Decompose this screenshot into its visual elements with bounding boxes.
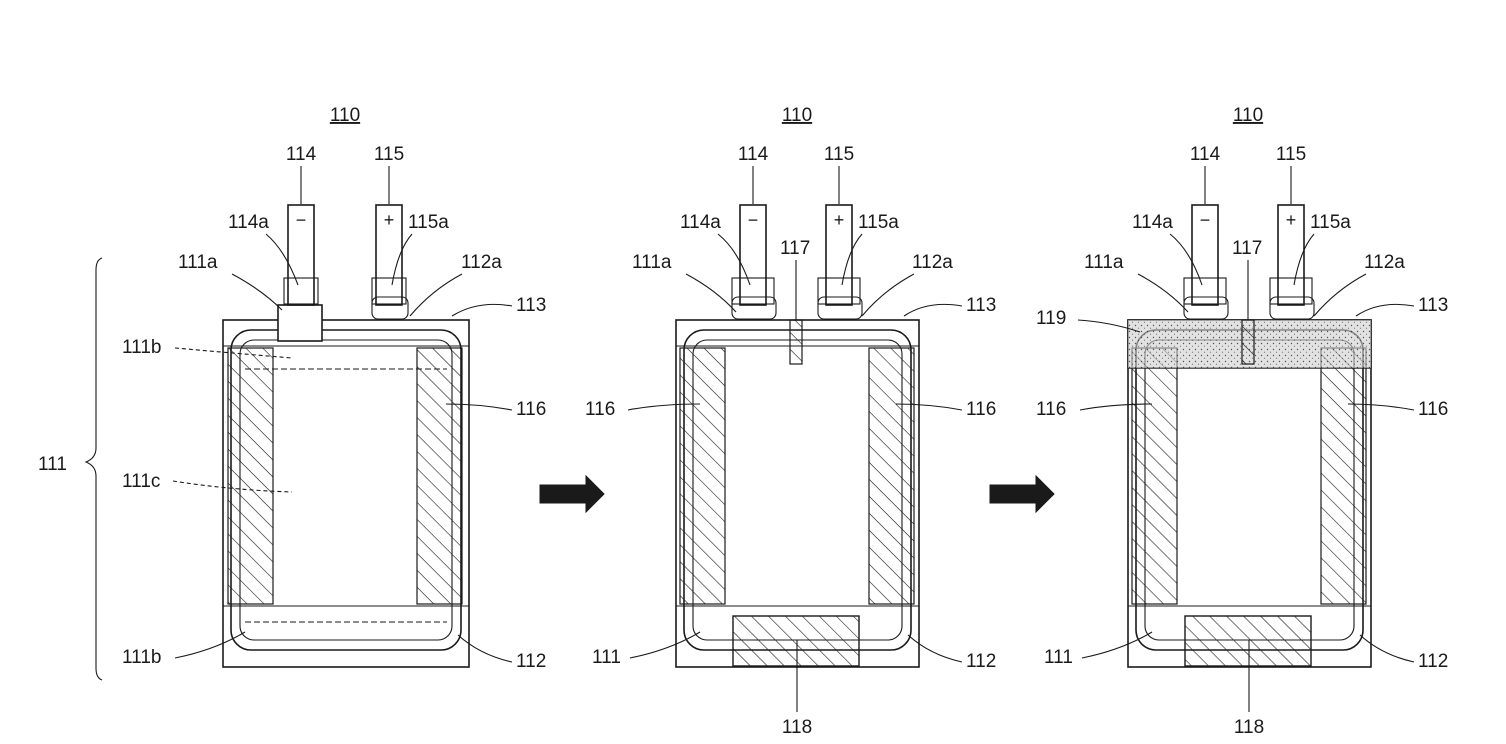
- negative-sign: −: [748, 210, 759, 230]
- insulating-member-117: [790, 320, 802, 364]
- hatched-wing-right: [417, 348, 462, 604]
- label-111a: 111a: [632, 252, 672, 273]
- label-111b-top: 111b: [122, 337, 161, 358]
- panel-2: − + 110 114 115 114a 115a 111a 117 112a …: [585, 105, 996, 738]
- positive-sign: +: [1286, 210, 1297, 230]
- label-115: 115: [374, 144, 404, 165]
- label-111: 111: [1044, 647, 1073, 668]
- label-111: 111: [38, 454, 67, 475]
- label-115: 115: [824, 144, 854, 165]
- figure-ref-110: 110: [1233, 105, 1263, 126]
- label-113: 113: [516, 295, 546, 316]
- label-114: 114: [738, 144, 769, 165]
- label-114a: 114a: [1132, 212, 1173, 233]
- panel-3: − + 110 114 115 114a 115a 111a 117 112a …: [1036, 105, 1448, 738]
- bracket-111: [86, 258, 102, 680]
- hatched-wing-left: [680, 348, 725, 604]
- label-114a: 114a: [680, 212, 721, 233]
- label-115a: 115a: [1310, 212, 1351, 233]
- label-118: 118: [1234, 717, 1264, 738]
- label-111: 111: [592, 647, 621, 668]
- label-113: 113: [1418, 295, 1448, 316]
- positive-sign: +: [384, 210, 395, 230]
- negative-tab: [278, 305, 322, 341]
- label-115a: 115a: [408, 212, 449, 233]
- label-114: 114: [1190, 144, 1221, 165]
- label-115: 115: [1276, 144, 1306, 165]
- negative-sign: −: [296, 210, 307, 230]
- positive-sign: +: [834, 210, 845, 230]
- label-116-right: 116: [966, 399, 996, 420]
- label-112: 112: [1418, 651, 1448, 672]
- label-111c: 111c: [122, 471, 160, 492]
- label-116-left: 116: [1036, 399, 1066, 420]
- label-116-right: 116: [1418, 399, 1448, 420]
- label-112: 112: [516, 651, 546, 672]
- label-115a: 115a: [858, 212, 899, 233]
- label-117: 117: [780, 238, 810, 259]
- hatched-wing-right: [1321, 348, 1366, 604]
- label-118: 118: [782, 717, 812, 738]
- insulating-member-117: [1242, 320, 1254, 364]
- label-119: 119: [1036, 308, 1066, 329]
- label-113: 113: [966, 295, 996, 316]
- negative-sign: −: [1200, 210, 1211, 230]
- label-112: 112: [966, 651, 996, 672]
- right-arrow-icon: [540, 476, 604, 512]
- hatched-wing-right: [869, 348, 914, 604]
- figure-ref-110: 110: [330, 105, 360, 126]
- hatched-block-118: [733, 616, 859, 666]
- label-116: 116: [516, 399, 546, 420]
- figure-ref-110: 110: [782, 105, 812, 126]
- hatched-wing-left: [228, 348, 273, 604]
- panel-1: − + 110 114 115 114a 115a 111a 112a 113 …: [38, 105, 546, 680]
- label-116-left: 116: [585, 399, 615, 420]
- hatched-wing-left: [1132, 348, 1177, 604]
- label-117: 117: [1232, 238, 1262, 259]
- label-111a: 111a: [178, 252, 218, 273]
- hatched-block-118: [1185, 616, 1311, 666]
- label-114: 114: [286, 144, 317, 165]
- right-arrow-icon: [990, 476, 1054, 512]
- label-112a: 112a: [461, 252, 502, 273]
- label-111a: 111a: [1084, 252, 1124, 273]
- label-112a: 112a: [912, 252, 953, 273]
- label-114a: 114a: [228, 212, 269, 233]
- label-111b-bottom: 111b: [122, 647, 161, 668]
- label-112a: 112a: [1364, 252, 1405, 273]
